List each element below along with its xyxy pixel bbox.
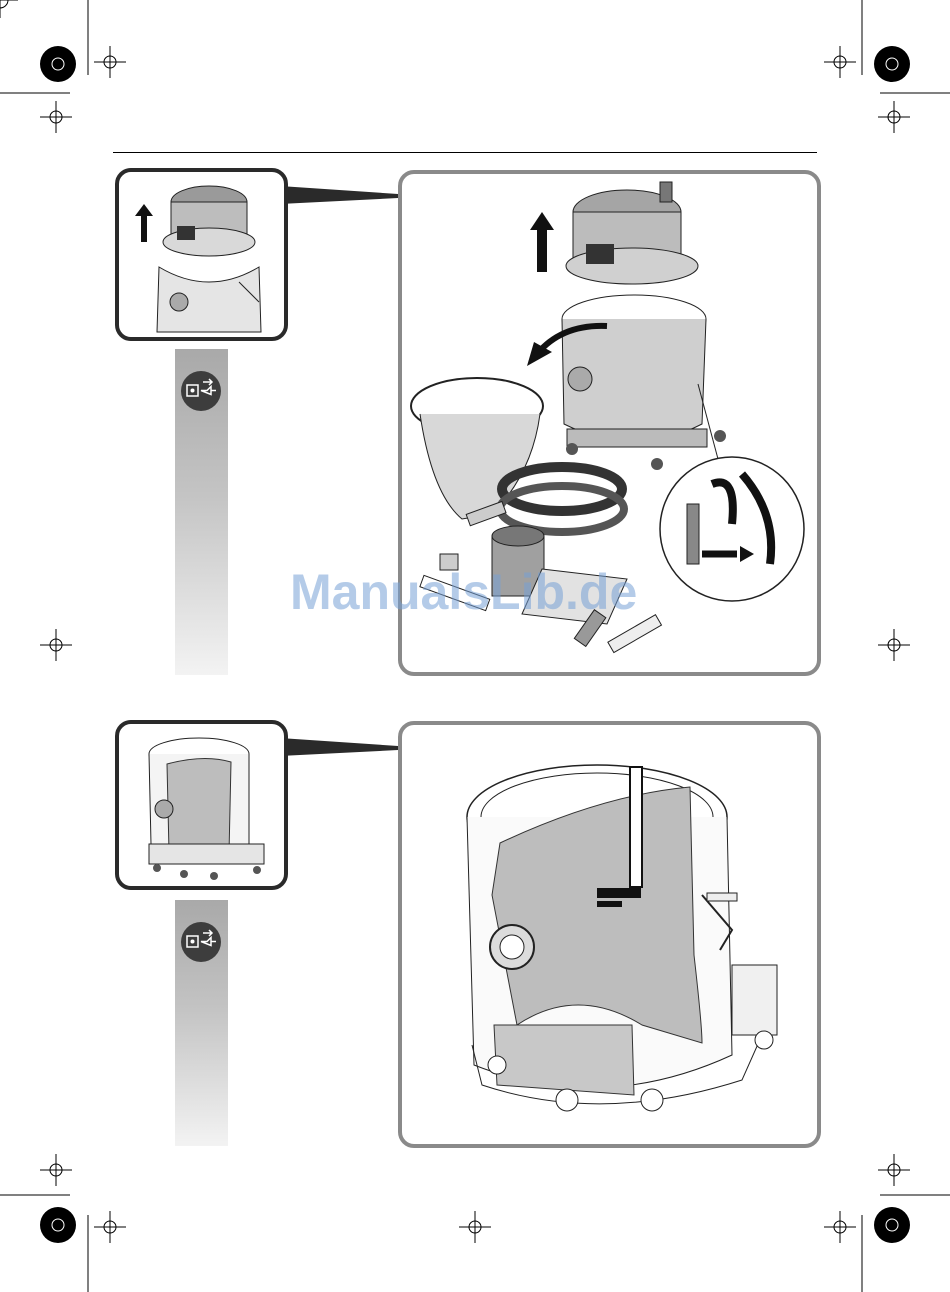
container-with-bag-thumbnail-illustration	[119, 724, 284, 886]
instruction-arrow-icon	[181, 922, 221, 962]
header-rule	[113, 152, 817, 153]
callout-connector	[280, 730, 410, 770]
thumbnail-lid-removal	[115, 168, 288, 341]
instruction-arrow-icon	[181, 371, 221, 411]
callout-connector	[280, 178, 410, 218]
thumbnail-filter-bag	[115, 720, 288, 890]
panel-insert-filter-bag	[398, 721, 821, 1148]
vacuum-lid-thumbnail-illustration	[119, 172, 284, 337]
filter-bag-insertion-illustration	[402, 725, 817, 1144]
watermark-text: ManualsLib.de	[290, 563, 670, 621]
